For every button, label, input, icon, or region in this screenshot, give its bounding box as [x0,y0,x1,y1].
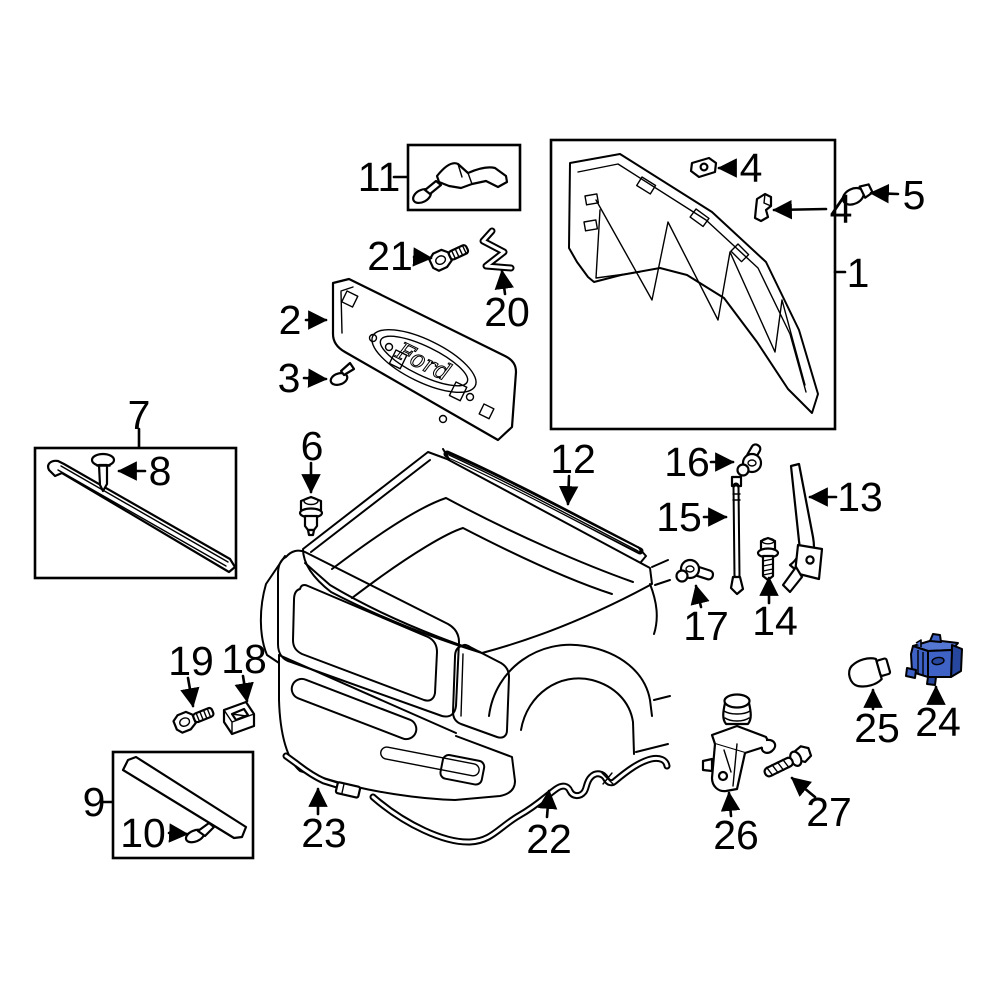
arrow-18 [234,674,254,703]
callout-26[interactable]: 26 [713,812,759,858]
part-11-bracket[interactable] [411,162,509,206]
grille-opening [292,584,438,702]
arrow-20 [494,269,514,296]
part-21-bolt[interactable] [428,240,471,273]
callout-13[interactable]: 13 [837,474,883,520]
callout-4a[interactable]: 4 [740,145,763,191]
bumper-slot [290,677,418,741]
cowl-fragment [651,559,671,586]
arrow-26 [720,791,741,818]
callout-2[interactable]: 2 [279,297,302,343]
arrow-5 [869,183,900,204]
callout-27[interactable]: 27 [806,789,852,835]
arrow-19 [180,676,200,708]
left-fender-tip [259,555,286,664]
part-1-hood-panel[interactable] [568,153,819,414]
callout-15[interactable]: 15 [656,494,702,540]
part-25-bulb[interactable] [846,653,892,690]
callout-11[interactable]: 11 [358,154,401,200]
valance-slot [380,746,480,777]
part-6-bolt[interactable] [298,495,324,537]
arrow-4b [772,199,828,220]
bumper-outline [278,654,516,801]
callout-4b[interactable]: 4 [830,186,853,232]
part-22-release-cable[interactable] [369,754,671,846]
part-5-bulb[interactable] [840,181,874,208]
detail-box-7 [33,446,238,580]
callout-24[interactable]: 24 [915,699,961,745]
callout-17[interactable]: 17 [683,603,729,649]
hood-crease-b [351,527,613,599]
callout-22[interactable]: 22 [526,816,572,862]
part-23-release-cable[interactable] [282,752,362,799]
fender-body-lines [635,583,671,753]
part-20-rod[interactable] [479,227,515,272]
callout-8[interactable]: 8 [149,448,172,494]
arrow-17 [690,584,710,609]
detail-box-1 [549,138,837,431]
part-24-switch-highlighted[interactable] [905,633,963,686]
hood-left-edge-inner [310,459,431,553]
callout-5[interactable]: 5 [903,172,926,218]
callout-14[interactable]: 14 [752,598,798,644]
hood-front-edge [304,562,481,653]
detail-box-9 [111,750,255,860]
callout-25[interactable]: 25 [854,705,900,751]
callout-23[interactable]: 23 [301,810,347,856]
part-7-weatherstrip[interactable] [47,459,237,574]
arrow-21 [412,247,433,267]
part-15-prop-rod[interactable] [729,475,745,596]
hood-crease-a [331,497,634,583]
callout-16[interactable]: 16 [664,439,710,485]
part-2-insulator-pad[interactable]: Ford [331,277,518,442]
part-4a-clip[interactable] [689,156,718,179]
part-10-pin[interactable] [184,821,216,845]
callout-1[interactable]: 1 [847,250,870,296]
callout-7[interactable]: 7 [128,392,151,438]
callout-3[interactable]: 3 [278,355,301,401]
callout-6[interactable]: 6 [301,423,324,469]
part-16-grommet[interactable] [736,443,763,477]
callout-10[interactable]: 10 [120,810,166,856]
wheel-arch-outer [488,643,653,717]
callout-19[interactable]: 19 [168,638,214,684]
part-4b-clip[interactable] [753,192,773,223]
truck-front-art [259,451,671,801]
part-27-bolt[interactable] [761,744,813,781]
callout-21[interactable]: 21 [367,233,413,279]
grille-outer [277,549,460,718]
arrow-10 [167,823,189,843]
arrow-27 [790,776,817,799]
part-17-grommet[interactable] [675,558,715,583]
callout-18[interactable]: 18 [221,636,267,682]
part-12-hood-seal[interactable] [442,448,647,563]
callout-20[interactable]: 20 [484,289,530,335]
wheel-arch-opening [520,677,635,755]
arrow-22 [537,789,558,819]
arrow-3 [302,368,328,388]
part-14-bolt[interactable] [756,536,780,582]
callout-9[interactable]: 9 [83,779,106,825]
bumper-top-edge [278,654,457,734]
part-3-clip[interactable] [329,361,356,387]
part-13-support-bracket[interactable] [781,462,824,594]
part-18-bracket-clip[interactable] [222,700,256,736]
part-26-hood-latch[interactable] [701,693,777,793]
callout-12[interactable]: 12 [550,436,596,482]
part-19-bolt[interactable] [172,702,216,734]
part-8-pin[interactable] [90,452,116,493]
headlight-inner-line [460,653,464,717]
arrow-12 [558,474,579,506]
headlight [452,643,510,739]
part-9-strip[interactable] [121,755,248,840]
fog-lamp-slot [439,754,486,786]
